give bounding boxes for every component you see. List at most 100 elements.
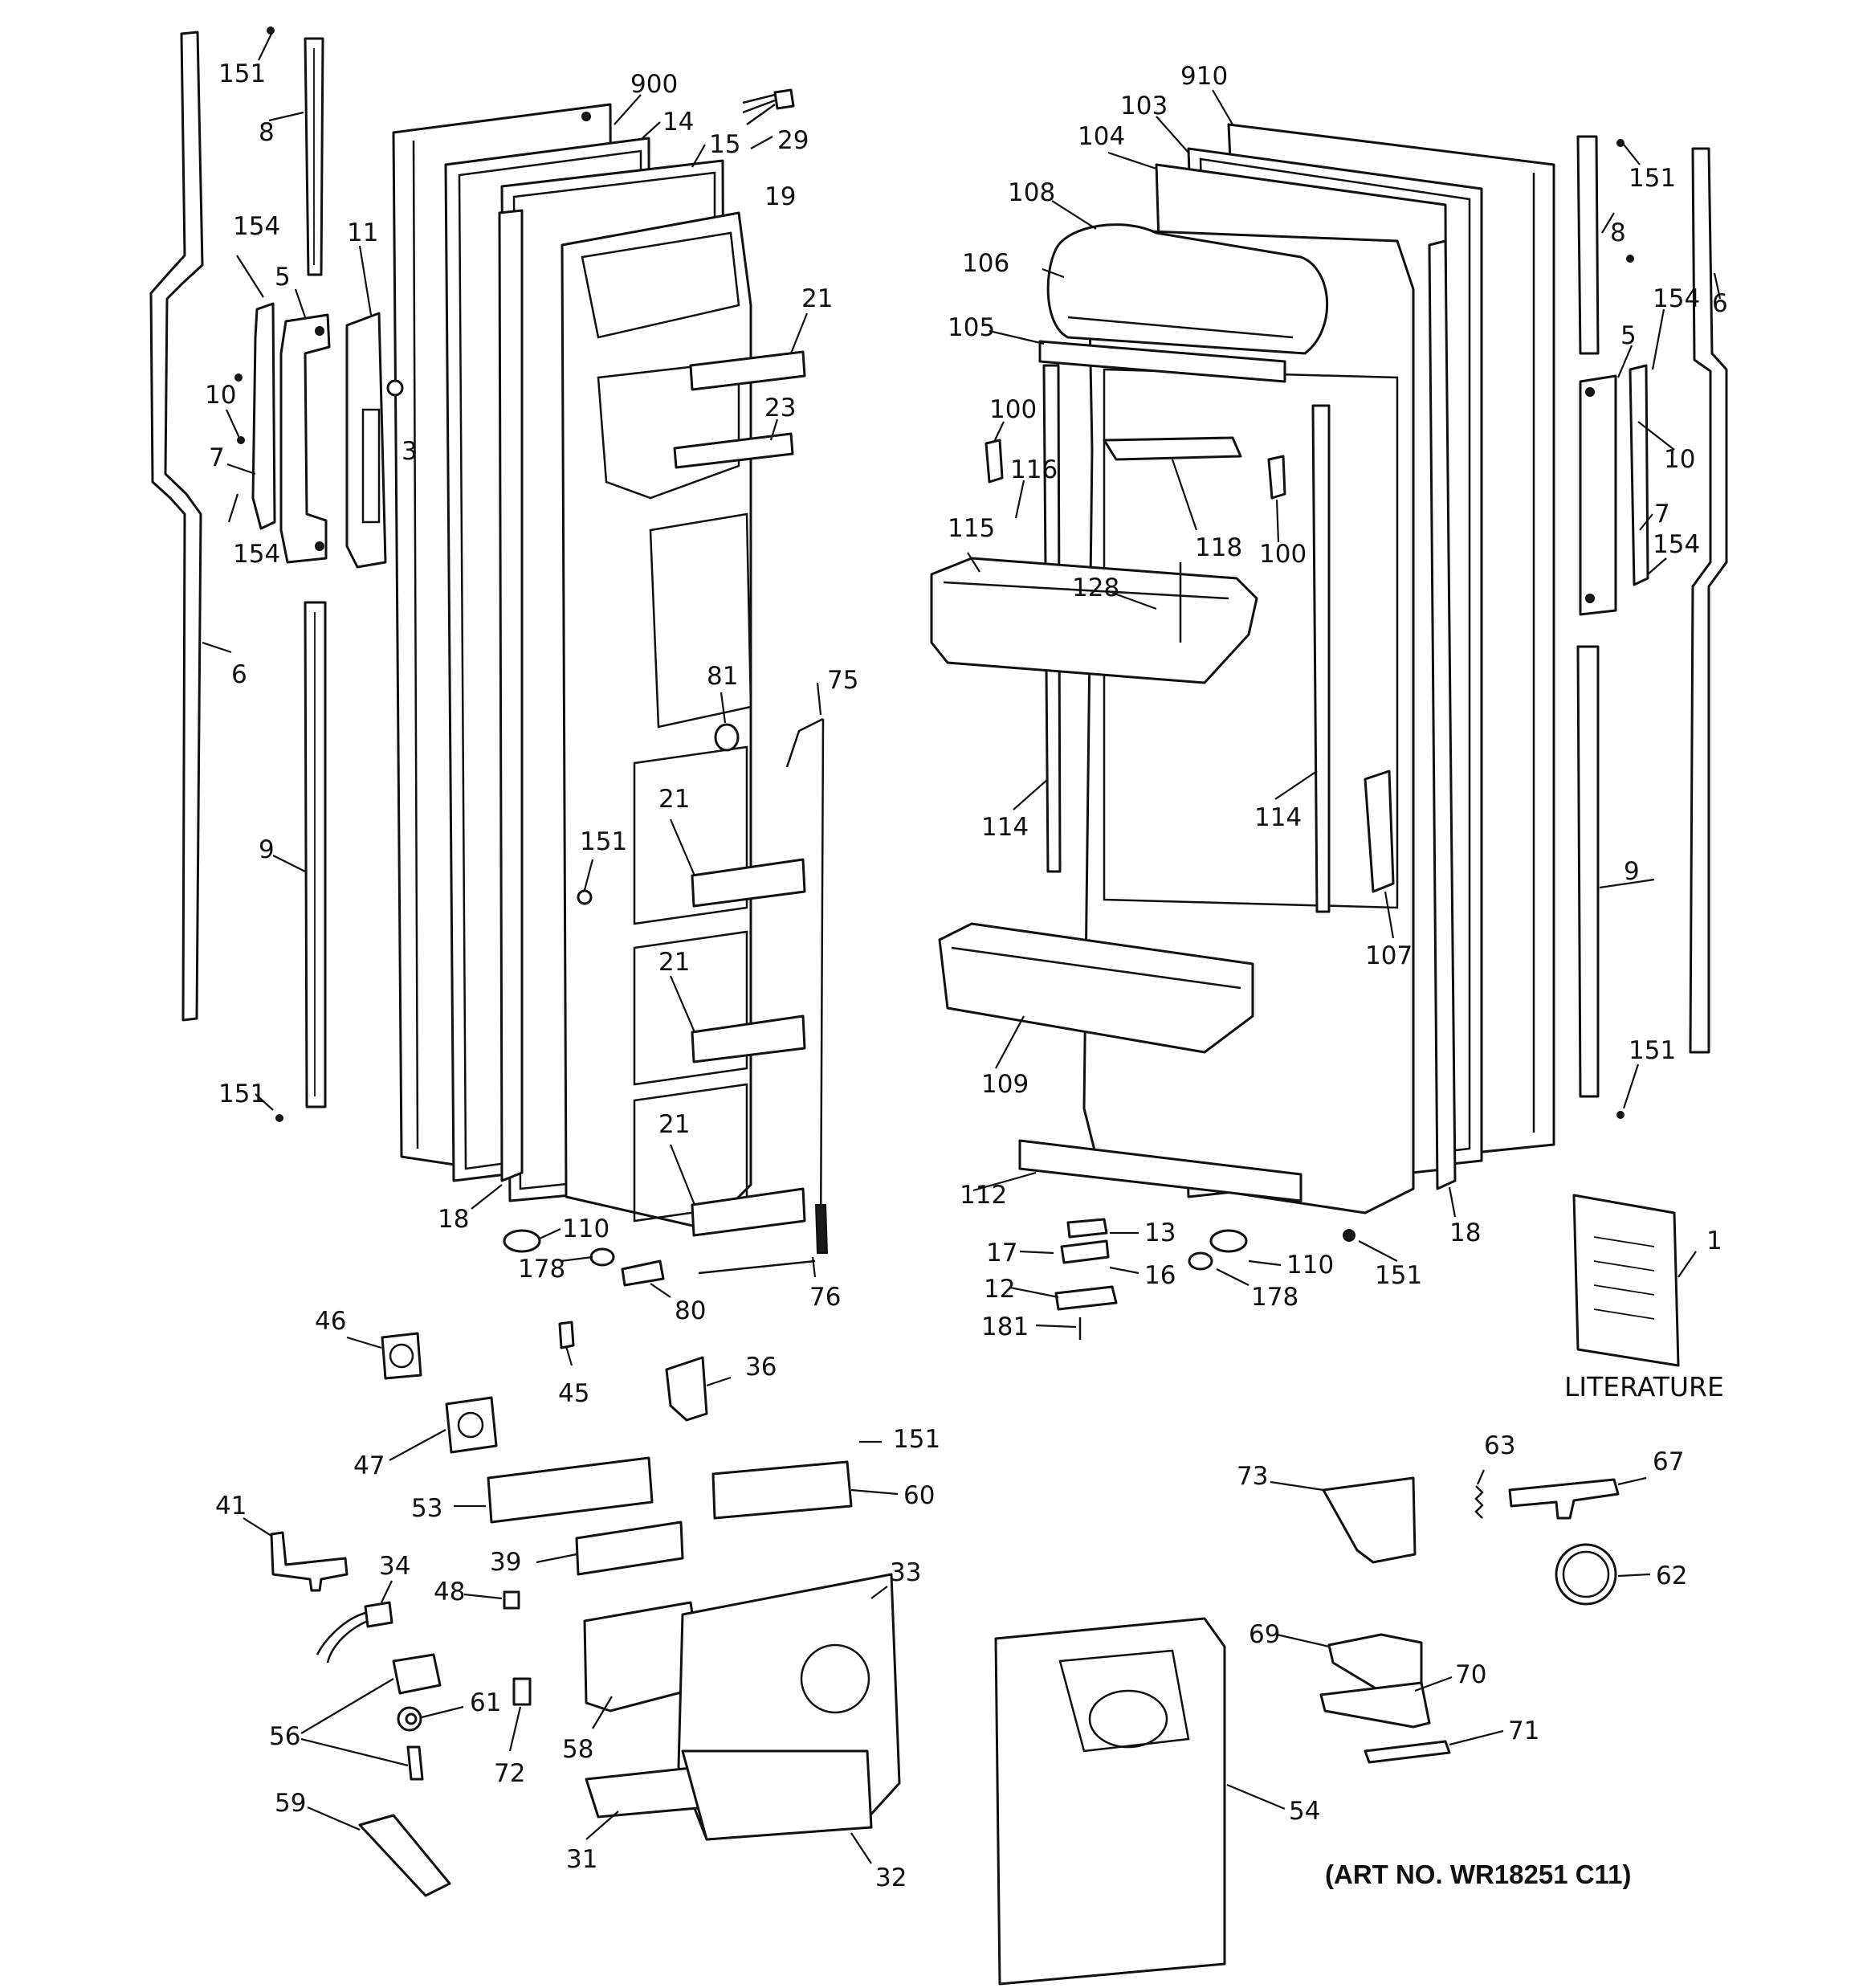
water-tube-75 xyxy=(785,717,829,1254)
callout-151: 151 xyxy=(580,827,627,856)
callout-32: 32 xyxy=(875,1863,907,1892)
callout-6: 6 xyxy=(1712,289,1728,318)
callout-18: 18 xyxy=(438,1205,469,1234)
callout-100: 100 xyxy=(989,395,1037,424)
callout-108: 108 xyxy=(1008,178,1055,207)
callout-10: 10 xyxy=(205,381,236,410)
dispenser-part-72 xyxy=(512,1677,532,1706)
right-door-dairy-bar-105 xyxy=(1038,340,1286,383)
callout-151: 151 xyxy=(218,59,266,88)
callout-7: 7 xyxy=(1654,500,1670,529)
callout-33: 33 xyxy=(890,1558,921,1587)
left-handle-7 xyxy=(251,302,276,530)
callout-151: 151 xyxy=(218,1080,266,1108)
callout-6: 6 xyxy=(231,660,247,689)
callout-75: 75 xyxy=(827,666,858,695)
right-door-bin-115 xyxy=(930,557,1258,684)
callout-109: 109 xyxy=(981,1070,1029,1099)
water-line-76 xyxy=(698,1259,816,1275)
callout-114: 114 xyxy=(981,813,1029,842)
callout-69: 69 xyxy=(1249,1620,1280,1649)
dispenser-switch-46 xyxy=(381,1332,422,1380)
callout-14: 14 xyxy=(662,108,694,137)
callout-103: 103 xyxy=(1120,92,1168,120)
callout-106: 106 xyxy=(962,249,1009,278)
callout-151: 151 xyxy=(1629,164,1676,193)
callout-7: 7 xyxy=(209,443,225,472)
dispenser-clip-45 xyxy=(558,1321,575,1349)
callout-8: 8 xyxy=(259,118,275,147)
callout-39: 39 xyxy=(490,1548,521,1577)
callout-29: 29 xyxy=(777,126,809,155)
callout-9: 9 xyxy=(259,835,275,864)
dispenser-housing-58 xyxy=(583,1601,704,1712)
callout-23: 23 xyxy=(764,394,796,423)
callout-34: 34 xyxy=(379,1552,410,1581)
callout-15: 15 xyxy=(709,130,740,159)
art-number: (ART NO. WR18251 C11) xyxy=(1325,1859,1631,1889)
dispenser-bracket-70 xyxy=(1319,1681,1431,1729)
right-door-shelf-frame-18 xyxy=(1428,239,1457,1190)
callout-115: 115 xyxy=(948,514,995,543)
right-door-gasket-6 xyxy=(1689,147,1728,1054)
dispenser-base-32 xyxy=(681,1749,873,1841)
callout-114: 114 xyxy=(1254,803,1302,832)
callout-181: 181 xyxy=(981,1312,1029,1341)
right-door-handle-trim-9 xyxy=(1576,645,1600,1098)
callout-13: 13 xyxy=(1144,1219,1176,1247)
callout-62: 62 xyxy=(1656,1561,1687,1590)
callout-19: 19 xyxy=(764,182,796,211)
callout-154: 154 xyxy=(1653,530,1700,559)
literature-caption: LITERATURE xyxy=(1564,1371,1724,1402)
dispenser-pad-59 xyxy=(358,1814,451,1897)
dispenser-chute-73 xyxy=(1322,1476,1417,1564)
callout-21: 21 xyxy=(801,284,833,313)
callout-80: 80 xyxy=(675,1296,706,1325)
dispenser-ring-62 xyxy=(1555,1543,1617,1606)
dispenser-bar-71 xyxy=(1364,1740,1451,1764)
callout-110: 110 xyxy=(1286,1251,1334,1280)
dispenser-bracket-47 xyxy=(445,1396,498,1454)
callout-54: 54 xyxy=(1289,1797,1320,1826)
callout-116: 116 xyxy=(1010,455,1058,484)
left-door-small-parts xyxy=(234,27,740,1287)
dispenser-light-56 xyxy=(392,1653,442,1781)
callout-63: 63 xyxy=(1484,1431,1515,1460)
dispenser-part-48 xyxy=(503,1590,520,1610)
callout-105: 105 xyxy=(948,313,995,342)
callout-67: 67 xyxy=(1653,1447,1684,1476)
callout-151: 151 xyxy=(893,1425,940,1454)
callout-53: 53 xyxy=(411,1494,442,1523)
left-handle-trim-9 xyxy=(304,601,327,1108)
dispenser-cover-53 xyxy=(487,1456,654,1524)
left-door-shelf-frame-18 xyxy=(498,209,524,1182)
callout-151: 151 xyxy=(1629,1036,1676,1065)
callout-178: 178 xyxy=(518,1255,565,1284)
leader-lines xyxy=(202,33,1722,1864)
callout-41: 41 xyxy=(215,1492,247,1521)
callout-112: 112 xyxy=(960,1181,1007,1210)
dispenser-bar-60 xyxy=(711,1460,853,1520)
callout-17: 17 xyxy=(986,1239,1017,1268)
callout-46: 46 xyxy=(315,1307,346,1336)
right-door-bin-109 xyxy=(938,922,1254,1054)
right-door-lid-118 xyxy=(1103,436,1242,461)
callout-154: 154 xyxy=(1653,284,1700,313)
callout-154: 154 xyxy=(233,540,280,569)
callout-154: 154 xyxy=(233,212,280,241)
right-door-hinge-parts xyxy=(1054,139,1634,1340)
callout-16: 16 xyxy=(1144,1261,1176,1290)
callout-100: 100 xyxy=(1259,540,1307,569)
callout-11: 11 xyxy=(347,218,378,247)
left-door-bins-21 xyxy=(673,350,806,1237)
callout-56: 56 xyxy=(269,1722,300,1751)
dispenser-board-39 xyxy=(575,1521,684,1576)
callout-45: 45 xyxy=(558,1379,589,1408)
callout-1: 1 xyxy=(1706,1227,1722,1255)
callout-5: 5 xyxy=(275,263,291,292)
left-door-inner-liner-19 xyxy=(561,211,752,1231)
callout-104: 104 xyxy=(1078,122,1125,151)
dispenser-bracket-36 xyxy=(665,1356,708,1422)
dispenser-lever-41 xyxy=(270,1531,349,1592)
dispenser-part-61 xyxy=(405,1712,418,1725)
